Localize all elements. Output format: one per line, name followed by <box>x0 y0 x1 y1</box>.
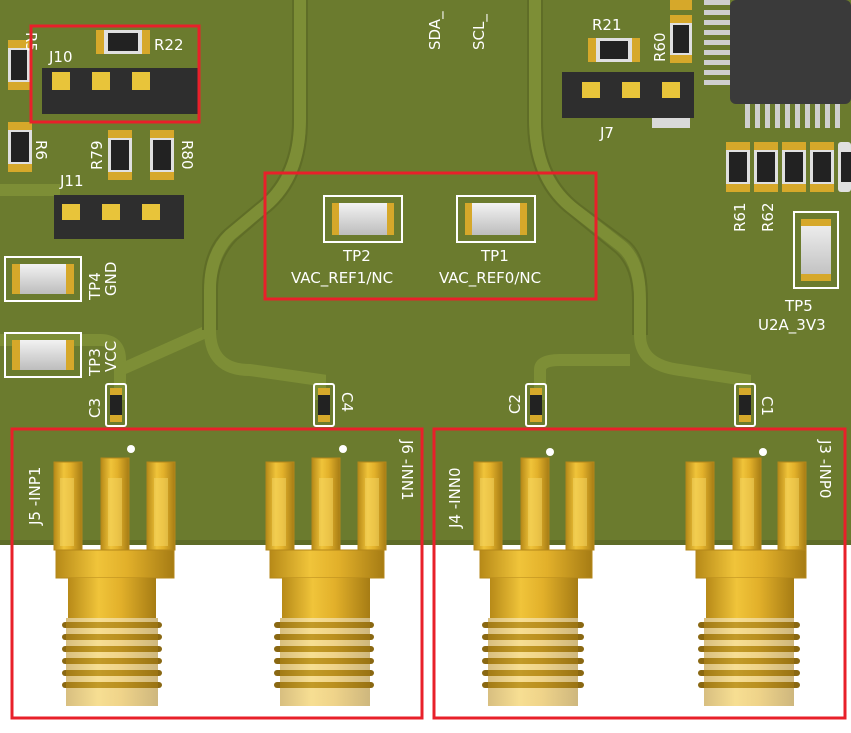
board-edge <box>0 540 851 545</box>
resistor-r22 <box>96 30 150 54</box>
pin1-dot-j5 <box>127 445 135 453</box>
sma-connector-j4 <box>473 457 595 706</box>
label-tp4: TP4 <box>86 272 104 301</box>
testpoint-tp3 <box>4 332 82 378</box>
resistor-array <box>726 142 851 192</box>
label-r6: R6 <box>32 140 50 160</box>
label-scl: SCL_ <box>470 14 489 50</box>
capacitor-c4 <box>313 383 335 427</box>
label-c4: C4 <box>338 392 356 412</box>
testpoint-tp1 <box>456 195 536 243</box>
sma-connector-j5 <box>53 457 176 706</box>
label-r60: R60 <box>651 32 669 62</box>
highlight-boxes <box>10 24 847 720</box>
label-tp2-net: VAC_REF1/NC <box>291 269 393 288</box>
label-r62: R62 <box>759 202 777 232</box>
capacitor-c3 <box>105 383 127 427</box>
label-r79: R79 <box>88 140 106 170</box>
label-r21: R21 <box>592 16 622 34</box>
trace-outlines <box>202 0 648 335</box>
label-tp4-net: GND <box>102 262 120 296</box>
label-tp3: TP3 <box>86 348 104 377</box>
testpoint-tp5 <box>793 211 839 289</box>
label-tp1: TP1 <box>480 247 509 265</box>
pin1-dot-j4 <box>546 448 554 456</box>
resistor-r5 <box>8 40 30 90</box>
label-tp3-net: VCC <box>102 341 120 372</box>
label-r22: R22 <box>154 36 184 54</box>
resistor-r80 <box>150 130 174 180</box>
label-j4: J4 -INN0 <box>446 467 464 529</box>
label-tp2: TP2 <box>342 247 371 265</box>
resistor-r6 <box>8 122 32 172</box>
traces <box>0 0 751 400</box>
label-c1: C1 <box>758 396 776 416</box>
header-j10 <box>42 68 198 114</box>
ic-package <box>704 0 851 128</box>
resistor-r79 <box>108 130 132 180</box>
label-tp1-net: VAC_REF0/NC <box>439 269 541 288</box>
pin1-dot-j3 <box>759 448 767 456</box>
label-j10: J10 <box>48 48 73 66</box>
label-j3: J3 -INP0 <box>816 439 834 498</box>
capacitor-c2 <box>525 383 547 427</box>
highlight-testpoints <box>263 171 598 301</box>
label-r61: R61 <box>731 202 749 232</box>
label-j7: J7 <box>599 124 614 142</box>
resistor-r60 <box>670 0 692 63</box>
highlight-j10 <box>29 24 201 124</box>
testpoint-tp2 <box>323 195 403 243</box>
label-sda: SDA_ <box>426 11 445 50</box>
header-j7 <box>562 72 694 128</box>
label-tp5: TP5 <box>784 297 813 315</box>
testpoint-tp4 <box>4 256 82 302</box>
header-j11 <box>54 195 184 239</box>
label-r80: R80 <box>178 140 196 170</box>
label-j5: J5 -INP1 <box>26 467 44 526</box>
pin1-dot-j6 <box>339 445 347 453</box>
sma-connector-j3 <box>685 457 807 706</box>
capacitor-c1 <box>734 383 756 427</box>
label-j11: J11 <box>59 172 84 190</box>
label-c3: C3 <box>86 398 104 418</box>
highlight-inn0-inp0 <box>432 427 847 720</box>
highlight-inp1-inn1 <box>10 427 424 720</box>
label-c2: C2 <box>506 394 524 414</box>
label-tp5-net: U2A_3V3 <box>758 316 826 335</box>
resistor-r21 <box>588 38 640 62</box>
label-j6: J6 -INN1 <box>398 439 416 501</box>
sma-connector-j6 <box>265 457 387 706</box>
